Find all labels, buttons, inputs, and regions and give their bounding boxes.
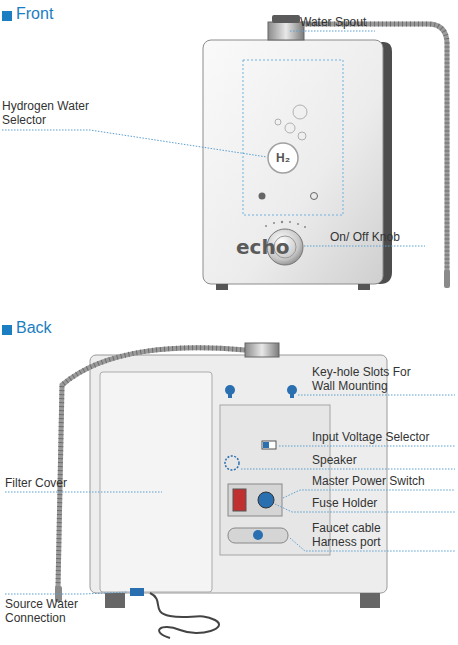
part-label: Source Water Connection <box>5 597 89 625</box>
part-label: Master Power Switch <box>312 474 452 488</box>
part-label: Fuse Holder <box>312 496 452 510</box>
brand-logo: echo <box>236 236 286 258</box>
part-label: On/ Off Knob <box>330 230 430 244</box>
section-heading: Front <box>16 5 96 23</box>
part-label: Water Spout <box>300 15 390 29</box>
part-label: Filter Cover <box>5 476 85 490</box>
part-label: Hydrogen Water Selector <box>2 99 90 127</box>
section-heading: Back <box>16 319 96 337</box>
part-label: Input Voltage Selector <box>312 430 452 444</box>
part-label: Key-hole Slots For Wall Mounting <box>312 365 426 393</box>
part-label: Faucet cable Harness port <box>312 521 394 549</box>
part-label: Speaker <box>312 453 452 467</box>
button-label: H₂ <box>268 151 298 165</box>
